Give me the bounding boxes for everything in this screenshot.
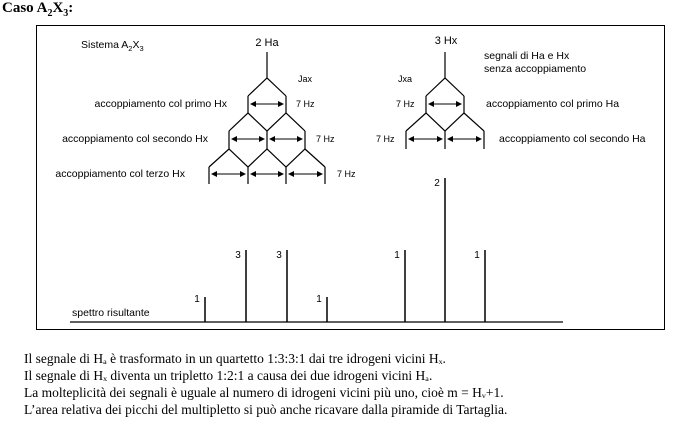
- system-label: Sistema A2X3: [81, 39, 144, 53]
- quartet-peak-2-label: 3: [235, 250, 241, 261]
- hx-level2-label: accoppiamento col secondo Ha: [499, 133, 646, 145]
- explanation-line-1: Il segnale di Hₐ è trasformato in un qua…: [24, 351, 446, 366]
- jax-label: Jax: [298, 74, 313, 84]
- hx-level1-label: accoppiamento col primo Ha: [486, 98, 619, 110]
- splitting-diagram-frame: [36, 25, 665, 330]
- ha-level3-j: 7 Hz: [337, 169, 356, 179]
- ha-level1-j: 7 Hz: [296, 99, 315, 109]
- ha-level3-label: accoppiamento col terzo Hx: [55, 168, 185, 180]
- explanation-line-3: La molteplicità dei segnali è uguale al …: [24, 385, 504, 400]
- hx-level1-j: 7 Hz: [396, 99, 415, 109]
- hx-splitting-tree: [405, 52, 485, 149]
- section-heading: Caso A2X3:: [2, 0, 74, 19]
- ha-level2-label: accoppiamento col secondo Hx: [62, 133, 209, 145]
- explanation-line-4: L’area relativa dei picchi del multiplet…: [24, 402, 508, 417]
- triplet-peak-2-label: 2: [434, 178, 440, 189]
- quartet-peak-3-label: 3: [276, 250, 282, 261]
- explanation-line-2: Il segnale di Hₓ diventa un tripletto 1:…: [24, 368, 433, 383]
- hx-top-label: 3 Hx: [435, 35, 458, 47]
- triplet-peak-3-label: 1: [474, 250, 480, 261]
- spectrum-label: spettro risultante: [72, 307, 150, 319]
- quartet-peak-1-label: 1: [194, 294, 200, 305]
- ha-top-label: 2 Ha: [255, 37, 279, 49]
- ha-splitting-tree: [208, 52, 326, 184]
- ha-level2-j: 7 Hz: [316, 134, 335, 144]
- jxa-label: Jxa: [398, 74, 412, 84]
- ha-level1-label: accoppiamento col primo Hx: [95, 98, 228, 110]
- hx-level2-j: 7 Hz: [376, 134, 395, 144]
- quartet-peak-4-label: 1: [316, 294, 322, 305]
- hx-note-line2: senza accoppiamento: [484, 63, 586, 75]
- ha-coupling-arrows: [211, 101, 323, 177]
- hx-note-line1: segnali di Ha e Hx: [484, 50, 570, 62]
- triplet-peak-1-label: 1: [394, 250, 400, 261]
- hx-coupling-arrows: [408, 101, 482, 142]
- explanation-paragraph: Il segnale di Hₐ è trasformato in un qua…: [24, 350, 507, 418]
